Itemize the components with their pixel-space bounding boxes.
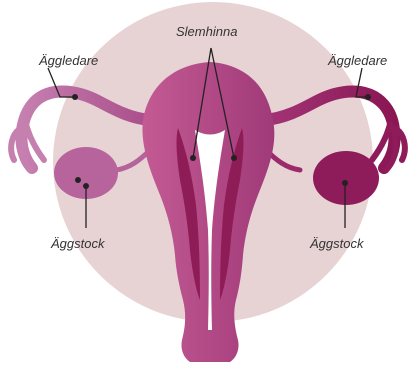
label-ovary-right: Äggstock [310,236,363,251]
label-fallopian-tube-right: Äggledare [328,53,387,68]
label-ovary-left: Äggstock [51,236,104,251]
right-ovary [313,151,379,205]
label-fallopian-tube-left: Äggledare [39,53,98,68]
label-mucosa: Slemhinna [176,24,237,39]
